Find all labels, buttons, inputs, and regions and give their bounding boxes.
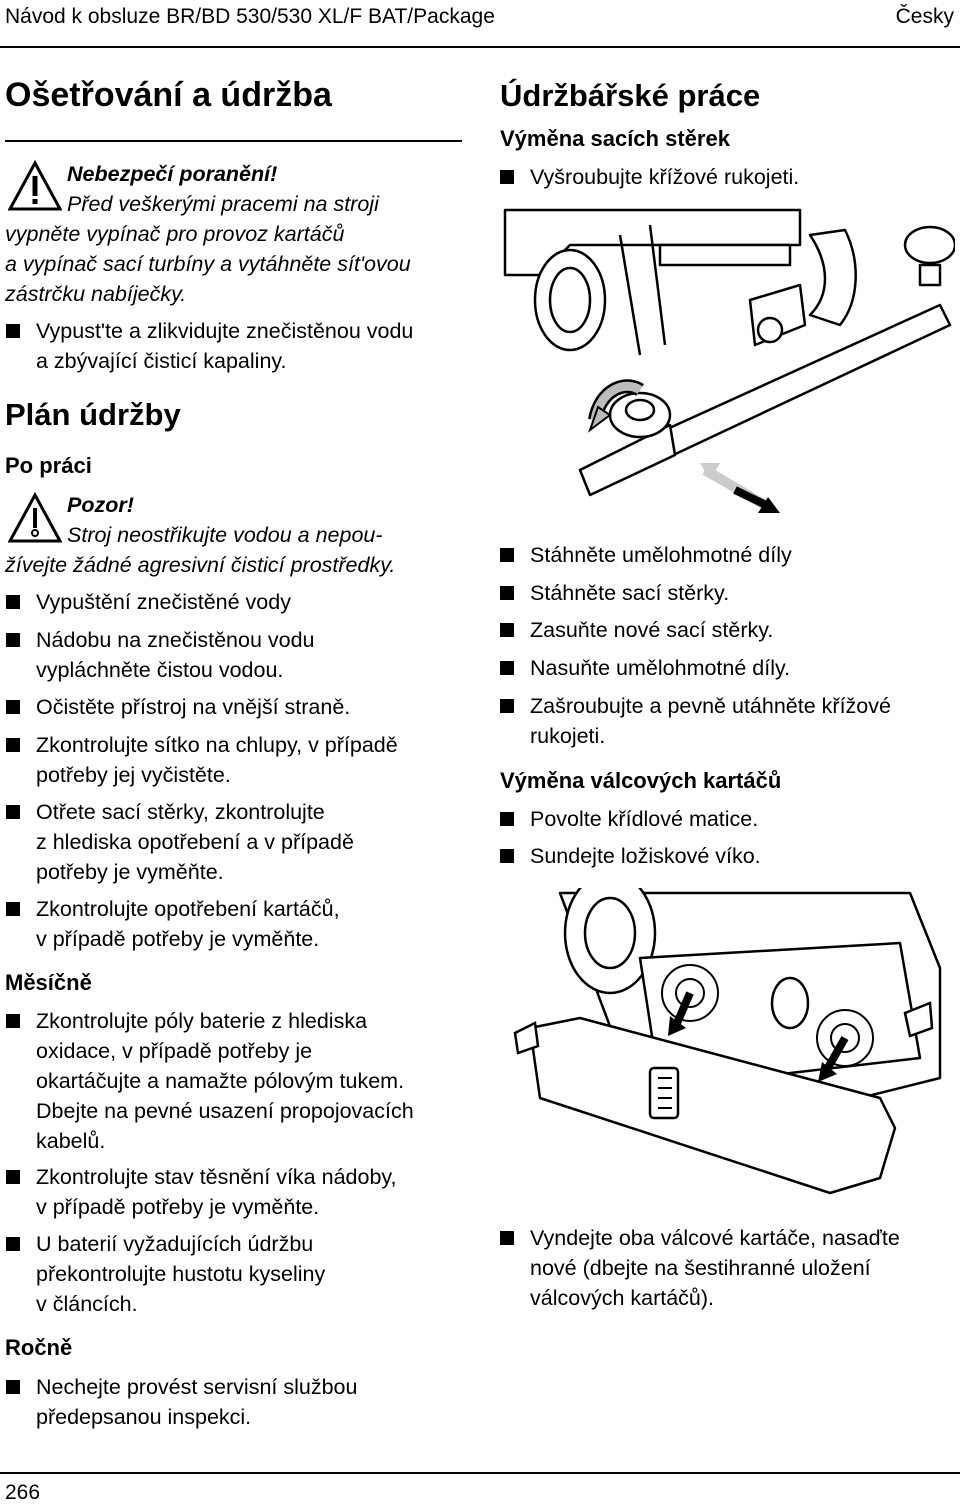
header-rule (0, 46, 960, 48)
list-item: Zasuňte nové sací stěrky. (500, 615, 773, 645)
list-item-text: z hlediska opotřebení a v případě (36, 830, 354, 854)
squeegee-illustration (503, 208, 955, 513)
list-item: U baterií vyžadujících údržbu překontrol… (6, 1229, 325, 1319)
list-item-text: v článcích. (36, 1292, 138, 1316)
brush-illustration (513, 888, 942, 1195)
list-item-text: potřeby je vyměňte. (36, 860, 224, 884)
list-item-text: Nádobu na znečistěnou vodu (36, 628, 315, 652)
list-item-text: nové (dbejte na šestihranné uložení (530, 1256, 871, 1280)
caution-line: Stroj neostřikujte vodou a nepou- (67, 523, 383, 547)
list-item-text: rukojeti. (530, 724, 606, 748)
list-item-text: Nechejte provést servisní službou (36, 1375, 358, 1399)
danger-title: Nebezpečí poranění! (67, 162, 278, 186)
list-item-text: Zasuňte nové sací stěrky. (530, 618, 774, 642)
list-item-text: v případě potřeby je vyměňte. (36, 1195, 320, 1219)
list-item-text: Vypuštění znečistěné vody (36, 590, 291, 614)
list-item-text: Stáhněte sací stěrky. (530, 581, 730, 605)
list-item: Zkontrolujte opotřebení kartáčů, v přípa… (6, 894, 340, 954)
maintenance-title: Údržbářské práce (500, 78, 760, 114)
list-item-text: válcových kartáčů). (530, 1286, 715, 1310)
monthly-title: Měsíčně (5, 970, 92, 995)
list-item-text: v případě potřeby je vyměňte. (36, 927, 320, 951)
list-item-text: oxidace, v případě potřeby je (36, 1039, 313, 1063)
list-item: Nechejte provést servisní službou předep… (6, 1372, 357, 1432)
list-item-text: Zkontrolujte opotřebení kartáčů, (36, 897, 340, 921)
list-item-text: Povolte křídlové matice. (530, 807, 759, 831)
list-item-text: Otřete sací stěrky, zkontrolujte (36, 800, 325, 824)
caution-line: žívejte žádné agresivní čisticí prostřed… (5, 553, 396, 577)
list-item-text: a zbývající čisticí kapaliny. (36, 349, 287, 373)
list-item: Vyndejte oba válcové kartáče, nasaďte no… (500, 1223, 900, 1313)
plan-title: Plán údržby (5, 397, 181, 433)
list-item: Zkontrolujte sítko na chlupy, v případě … (6, 730, 398, 790)
list-item-text: Stáhněte umělohmotné díly (530, 543, 792, 567)
list-item-text: Očistěte přístroj na vnější straně. (36, 695, 351, 719)
list-item-text: Zkontrolujte stav těsnění víka nádoby, (36, 1165, 397, 1189)
caution-title: Pozor! (67, 493, 134, 517)
list-item: Stáhněte sací stěrky. (500, 578, 729, 608)
section-rule (5, 140, 462, 142)
list-item-text: U baterií vyžadujících údržbu (36, 1232, 314, 1256)
document-title: Návod k obsluze BR/BD 530/530 XL/F BAT/P… (5, 5, 495, 28)
list-item: Otřete sací stěrky, zkontrolujte z hledi… (6, 797, 354, 887)
list-item: Vypust'te a zlikvidujte znečistěnou vodu… (6, 316, 413, 376)
danger-line: a vypínač sací turbíny a vytáhněte sít'o… (5, 252, 411, 276)
list-item-text: Zašroubujte a pevně utáhněte křížové (530, 694, 891, 718)
list-item-text: překontrolujte hustotu kyseliny (36, 1262, 326, 1286)
list-item-text: předepsanou inspekci. (36, 1405, 252, 1429)
list-item-text: Nasuňte umělohmotné díly. (530, 656, 791, 680)
list-item: Očistěte přístroj na vnější straně. (6, 692, 350, 722)
warning-triangle-icon (8, 160, 62, 211)
list-item-text: Sundejte ložiskové víko. (530, 844, 761, 868)
section-title: Ošetřování a údržba (5, 76, 332, 114)
list-item-text: Vyšroubujte křížové rukojeti. (530, 165, 800, 189)
list-item-text: Dbejte na pevné usazení propojovacích (36, 1099, 414, 1123)
list-item: Zkontrolujte póly baterie z hlediska oxi… (6, 1006, 414, 1156)
list-item: Zašroubujte a pevně utáhněte křížové ruk… (500, 691, 891, 751)
language-label: Česky (895, 5, 954, 28)
list-item-text: Zkontrolujte póly baterie z hlediska (36, 1009, 368, 1033)
list-item: Vyšroubujte křížové rukojeti. (500, 162, 799, 192)
footer-rule (0, 1472, 960, 1474)
danger-line: vypněte vypínač pro provoz kartáčů (5, 222, 345, 246)
squeegee-title: Výměna sacích stěrek (500, 126, 730, 151)
plan-title-text: Plán údržby (5, 397, 181, 432)
list-item: Vypuštění znečistěné vody (6, 587, 291, 617)
yearly-title: Ročně (5, 1335, 73, 1360)
list-item: Stáhněte umělohmotné díly (500, 540, 792, 570)
list-item: Sundejte ložiskové víko. (500, 841, 761, 871)
list-item: Povolte křídlové matice. (500, 804, 758, 834)
page-number: 266 (5, 1481, 41, 1504)
list-item: Nasuňte umělohmotné díly. (500, 653, 790, 683)
list-item-text: kabelů. (36, 1129, 106, 1153)
danger-line: zástrčku nabíječky. (5, 282, 187, 306)
list-item-text: potřeby jej vyčistěte. (36, 763, 231, 787)
list-item-text: okartáčujte a namažte pólovým tukem. (36, 1069, 405, 1093)
list-item-text: Vypust'te a zlikvidujte znečistěnou vodu (36, 319, 414, 343)
list-item-text: vypláchněte čistou vodou. (36, 658, 284, 682)
list-item: Zkontrolujte stav těsnění víka nádoby, v… (6, 1162, 397, 1222)
list-item-text: Zkontrolujte sítko na chlupy, v případě (36, 733, 398, 757)
list-item: Nádobu na znečistěnou vodu vypláchněte č… (6, 625, 315, 685)
maintenance-title-text: Údržbářské práce (500, 78, 761, 113)
brushes-title: Výměna válcových kartáčů (500, 768, 782, 793)
danger-line: Před veškerými pracemi na stroji (67, 192, 379, 216)
caution-triangle-icon (8, 492, 62, 543)
list-item-text: Vyndejte oba válcové kartáče, nasaďte (530, 1226, 900, 1250)
after-work-title: Po práci (5, 453, 92, 478)
